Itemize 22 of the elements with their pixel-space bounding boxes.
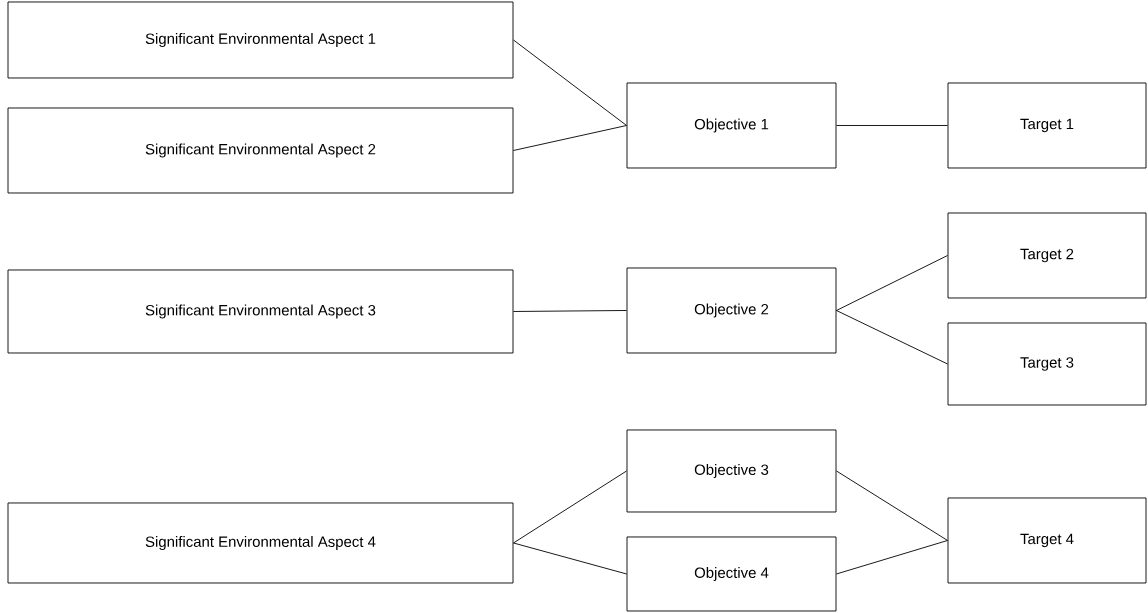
- connector-line: [513, 470, 627, 544]
- process-box: Significant Environmental Aspect 4: [7, 502, 514, 584]
- connector-line: [513, 542, 627, 575]
- connector-line: [836, 540, 948, 575]
- process-box: Objective 2: [626, 267, 837, 354]
- connector-line: [836, 125, 948, 126]
- process-box: Significant Environmental Aspect 2: [7, 107, 514, 194]
- process-box: Significant Environmental Aspect 1: [7, 1, 514, 79]
- process-box: Objective 1: [626, 82, 837, 169]
- process-box: Significant Environmental Aspect 3: [7, 269, 514, 354]
- connector-line: [513, 125, 627, 151]
- connector-line: [513, 39, 627, 126]
- process-box: Target 3: [947, 322, 1147, 406]
- connector-line: [836, 310, 948, 365]
- process-box: Objective 3: [626, 429, 837, 513]
- process-box: Target 1: [947, 82, 1147, 169]
- connector-line: [513, 310, 627, 312]
- connector-line: [836, 255, 948, 311]
- process-box: Target 4: [947, 497, 1147, 584]
- process-box: Target 2: [947, 212, 1147, 299]
- connector-line: [836, 470, 948, 541]
- process-box: Objective 4: [626, 536, 837, 612]
